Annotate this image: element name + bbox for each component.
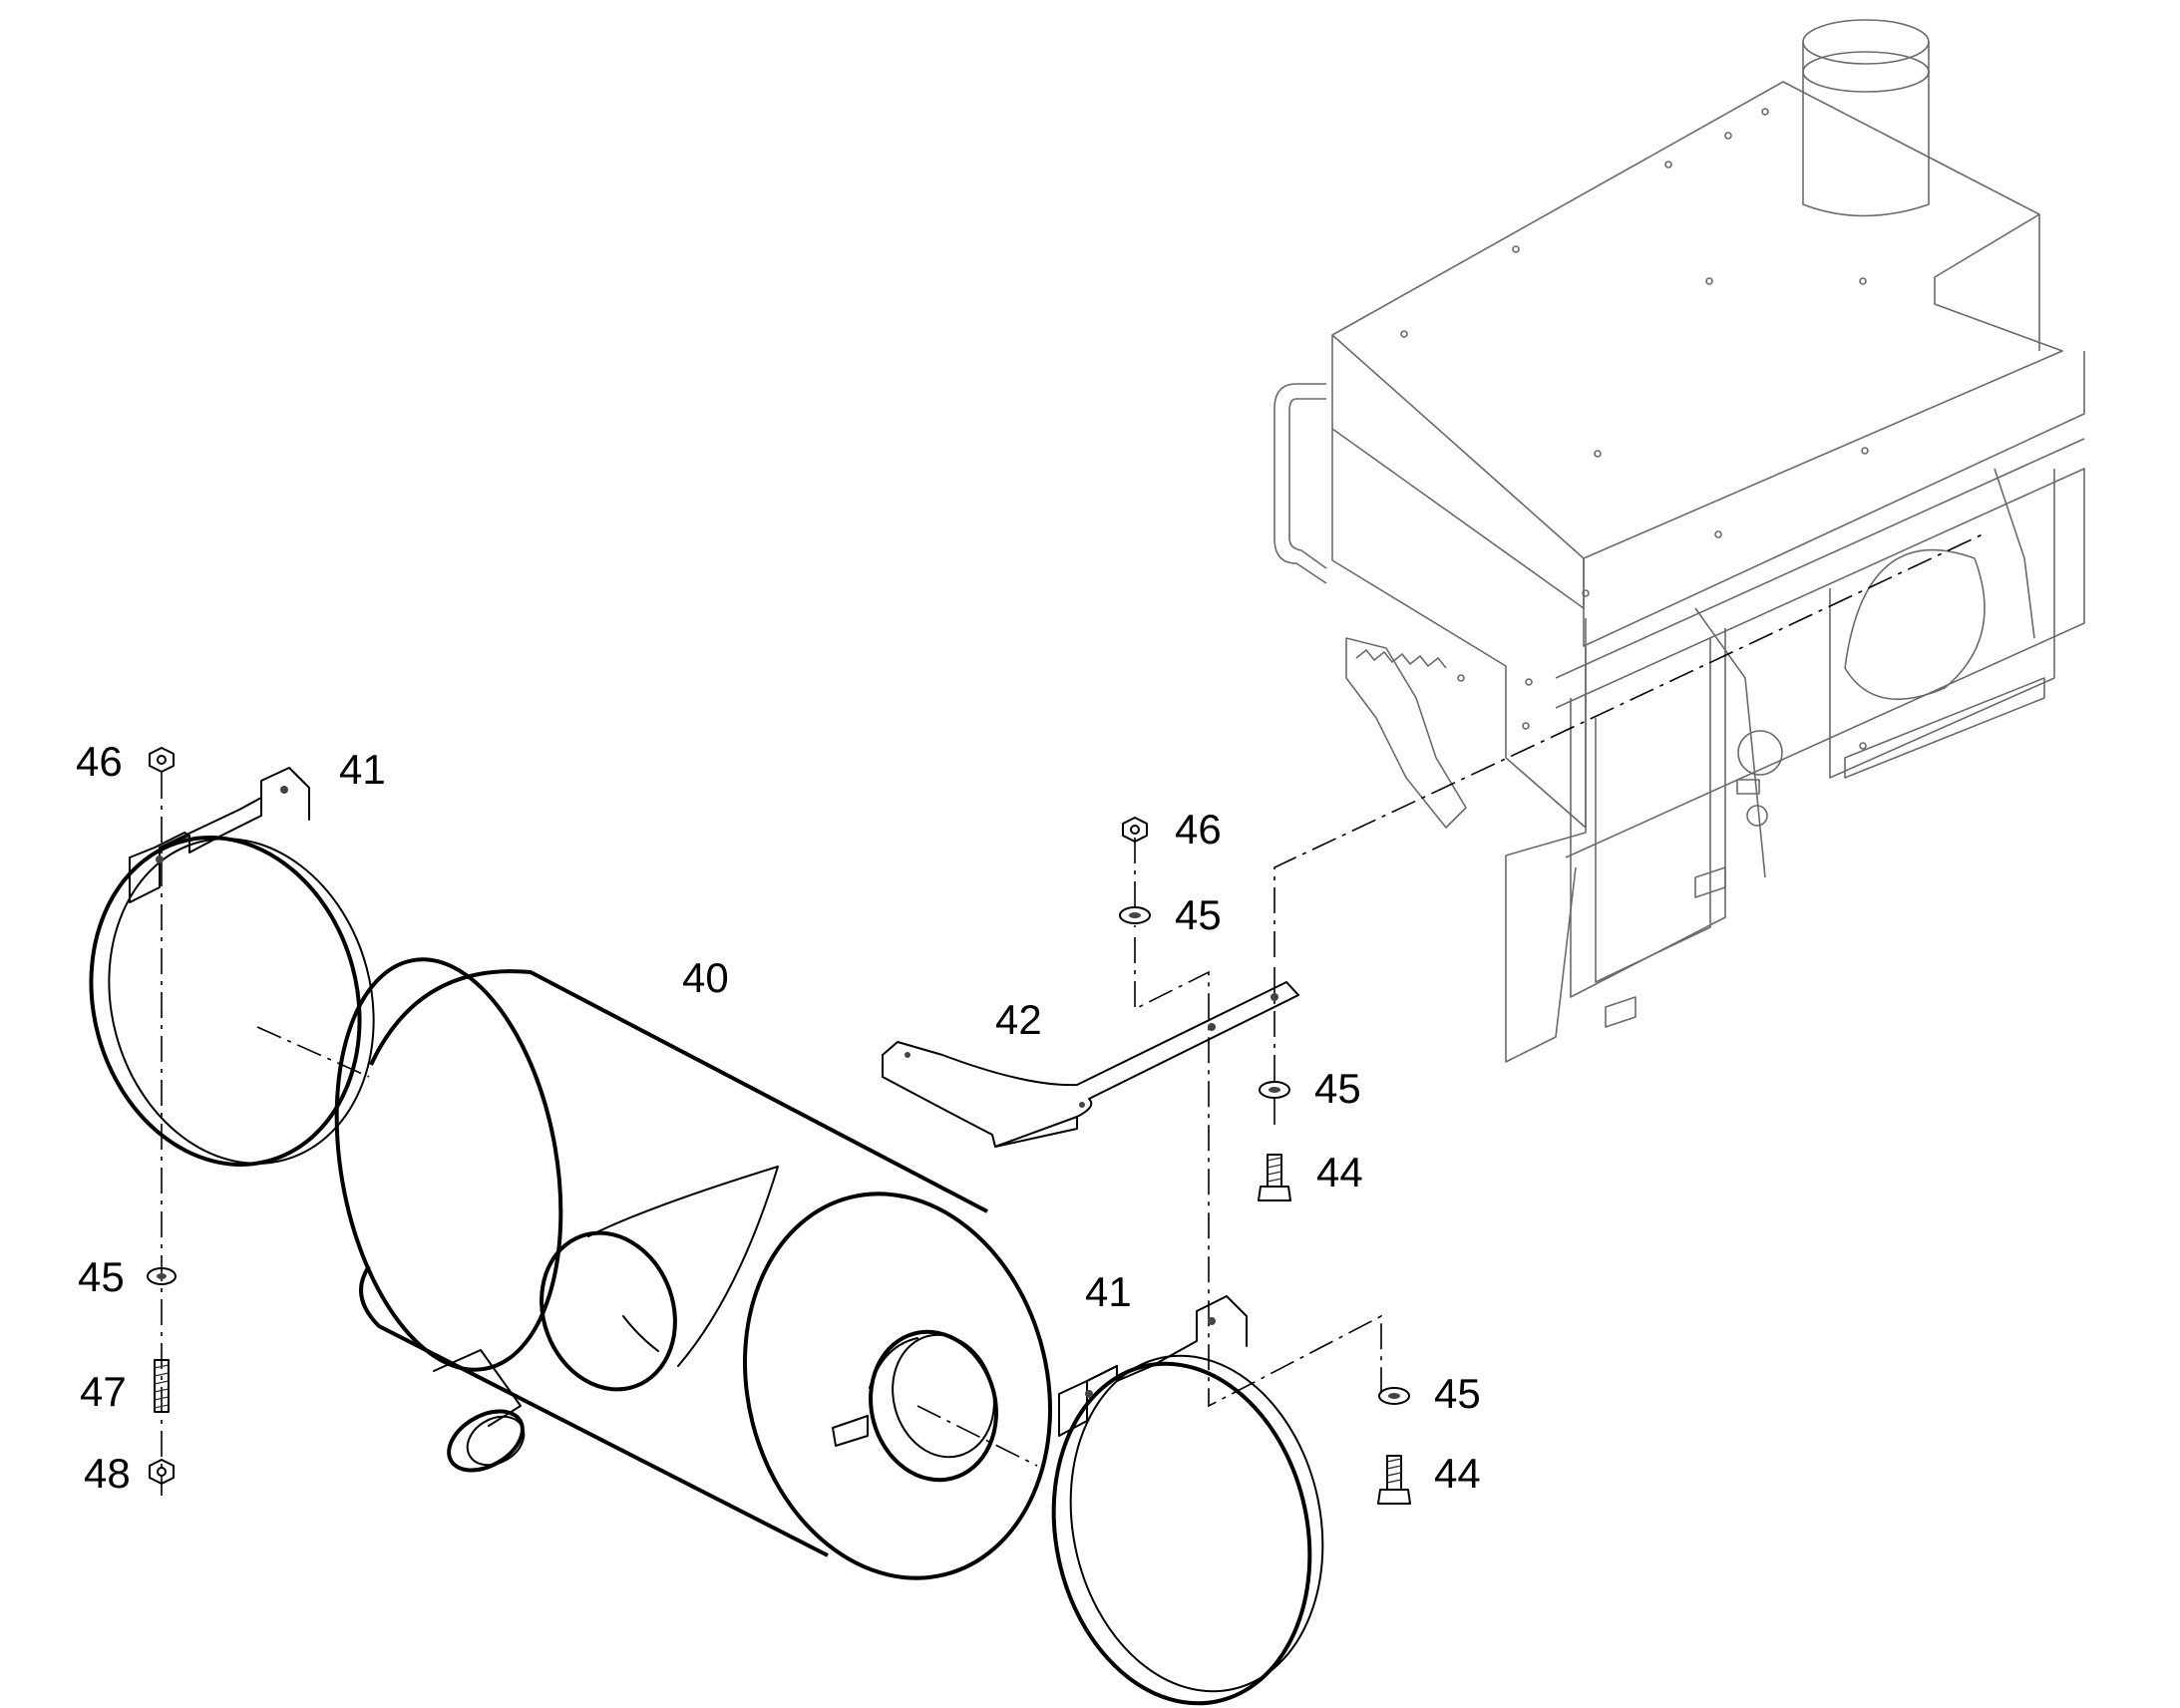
callout-45-bracket-top: 45 xyxy=(1175,891,1222,938)
hex-nut-left-bottom xyxy=(149,1459,175,1485)
washer-left xyxy=(147,1267,177,1285)
callout-45-bracket-bottom: 45 xyxy=(1314,1065,1361,1112)
callout-47: 47 xyxy=(80,1368,127,1415)
washer-right xyxy=(1378,1387,1410,1405)
callout-45-right: 45 xyxy=(1434,1370,1481,1417)
callout-40: 40 xyxy=(682,954,729,1001)
callout-46-left: 46 xyxy=(76,738,123,785)
callout-45-left: 45 xyxy=(78,1253,125,1300)
callout-44-upper: 44 xyxy=(1316,1149,1363,1196)
callout-41-right: 41 xyxy=(1085,1268,1132,1315)
callout-41-left: 41 xyxy=(339,746,386,793)
washer-bracket-bottom xyxy=(1259,1081,1290,1099)
stud-left xyxy=(154,1359,170,1413)
band-clamp-right xyxy=(1051,1295,1324,1706)
band-clamp-left xyxy=(89,767,375,1167)
housing-holes xyxy=(1400,108,1869,750)
engine-housing xyxy=(1273,19,2085,1063)
callout-44-lower: 44 xyxy=(1434,1450,1481,1497)
callout-46-bracket: 46 xyxy=(1175,806,1222,853)
bolt-lower xyxy=(1377,1455,1411,1505)
mounting-bracket xyxy=(882,981,1299,1148)
callout-42: 42 xyxy=(995,996,1042,1043)
bolt-upper xyxy=(1258,1154,1291,1201)
hex-nut-left xyxy=(149,747,175,773)
assembly-centerlines xyxy=(161,532,1986,1496)
callout-48: 48 xyxy=(84,1450,131,1497)
washer-bracket-top xyxy=(1119,906,1151,924)
air-cleaner-canister xyxy=(334,957,1052,1580)
callout-labels: 40 41 41 42 44 44 45 45 45 45 46 46 47 4… xyxy=(76,738,1481,1497)
hex-nut-bracket xyxy=(1122,817,1148,843)
